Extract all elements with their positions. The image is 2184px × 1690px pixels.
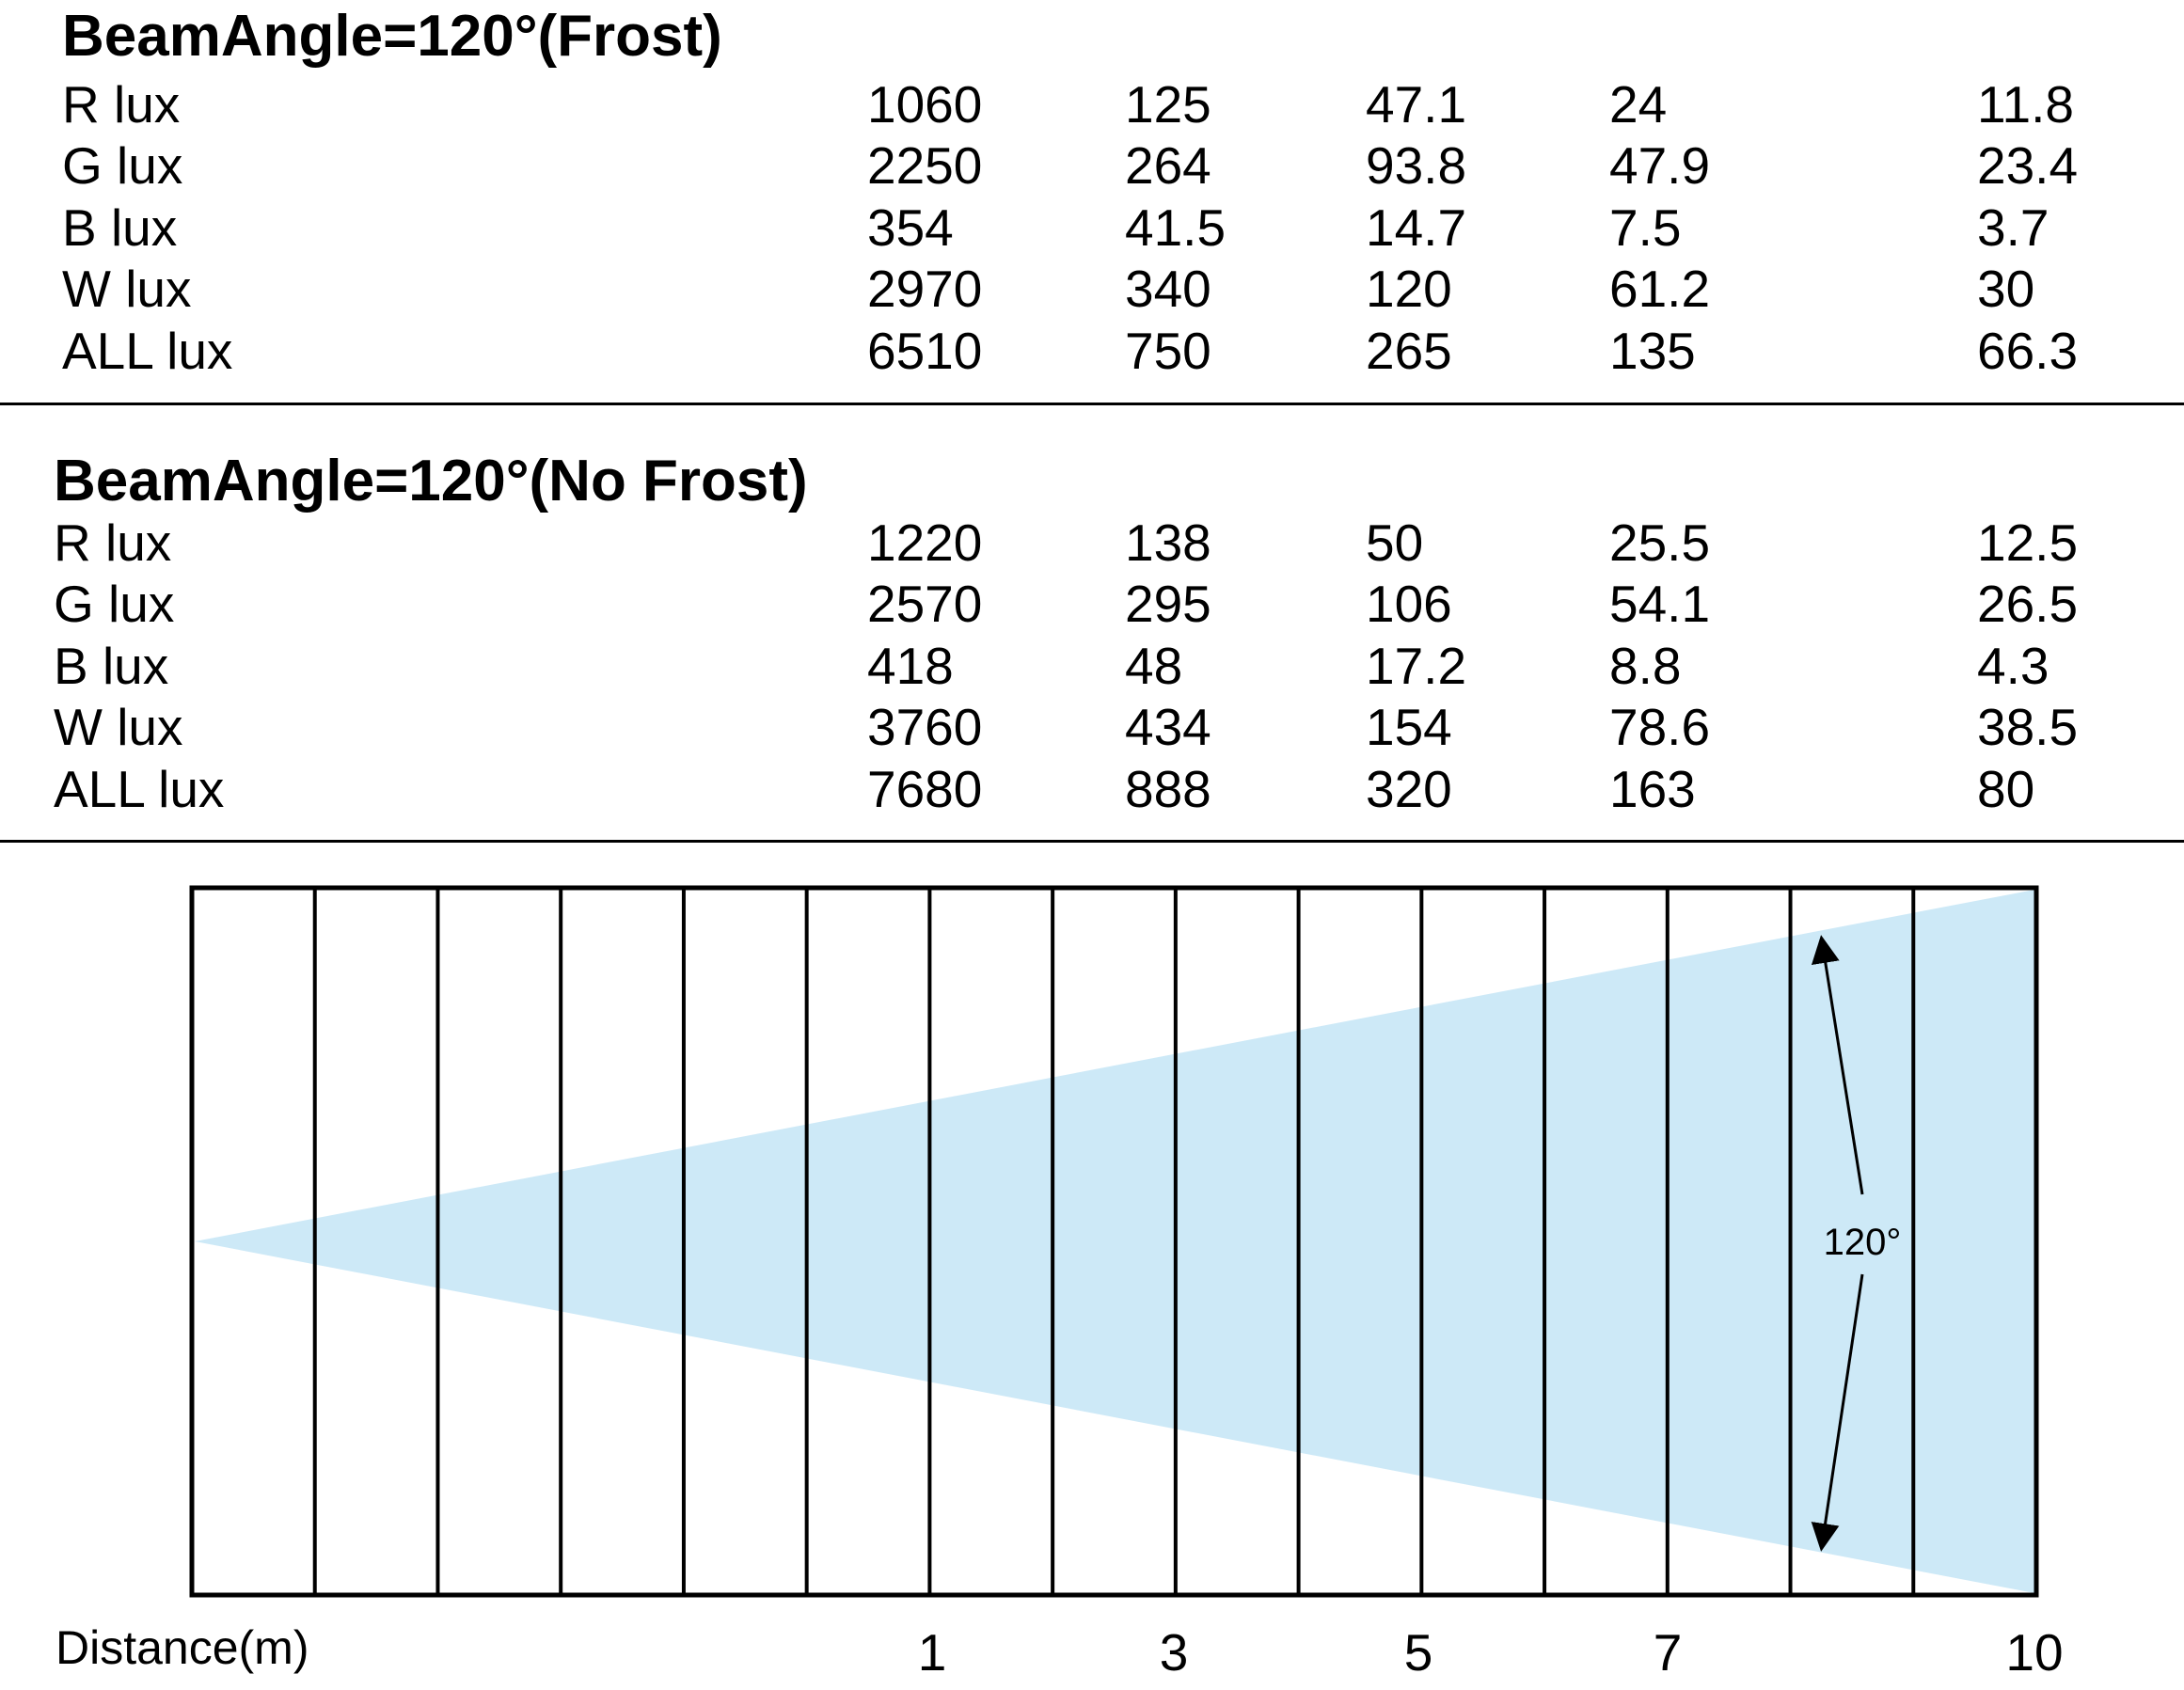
table-cell: 41.5 (1125, 198, 1227, 257)
table-cell: 135 (1609, 322, 1696, 380)
table-cell: 265 (1366, 322, 1452, 380)
table-cell: 154 (1366, 698, 1452, 756)
table-cell: 106 (1366, 575, 1452, 633)
table-cell: 295 (1125, 575, 1211, 633)
distance-tick: 7 (1653, 1623, 1683, 1682)
row-label: R lux (62, 75, 181, 134)
row-label: W lux (54, 698, 183, 756)
row-label: G lux (62, 136, 183, 195)
table-cell: 1060 (867, 75, 983, 134)
beam-angle-arrow-top (1811, 935, 1864, 1195)
table-cell: 48 (1125, 637, 1183, 695)
table-cell: 7680 (867, 760, 983, 818)
row-label: ALL lux (54, 760, 225, 818)
distance-tick: 5 (1403, 1623, 1433, 1682)
row-label: ALL lux (62, 322, 233, 380)
table-cell: 750 (1125, 322, 1211, 380)
table-cell: 12.5 (1977, 513, 2079, 572)
table-cell: 24 (1609, 75, 1668, 134)
table-cell: 38.5 (1977, 698, 2079, 756)
row-label: B lux (62, 198, 178, 257)
table-cell: 25.5 (1609, 513, 1711, 572)
table-cell: 14.7 (1366, 198, 1467, 257)
table-cell: 320 (1366, 760, 1452, 818)
table-cell: 11.8 (1977, 75, 2074, 134)
table-cell: 2570 (867, 575, 983, 633)
table-cell: 138 (1125, 513, 1211, 572)
distance-tick: 1 (917, 1623, 947, 1682)
row-label: G lux (54, 575, 175, 633)
distance-axis-label: Distance(m) (55, 1621, 309, 1674)
distance-tick: 3 (1159, 1623, 1189, 1682)
table-cell: 3.7 (1977, 198, 2049, 257)
table-cell: 6510 (867, 322, 983, 380)
table-cell: 125 (1125, 75, 1211, 134)
diagram-frame (189, 885, 2039, 1598)
table-cell: 3760 (867, 698, 983, 756)
beam-angle-arrow-bottom (1811, 1273, 1864, 1552)
section-title: BeamAngle=120°(No Frost) (54, 449, 808, 513)
table-cell: 354 (867, 198, 954, 257)
table-cell: 23.4 (1977, 136, 2079, 195)
table-cell: 61.2 (1609, 260, 1711, 318)
section-divider (0, 403, 2184, 405)
table-cell: 8.8 (1609, 637, 1682, 695)
table-cell: 434 (1125, 698, 1211, 756)
table-cell: 80 (1977, 760, 2035, 818)
row-label: B lux (54, 637, 169, 695)
table-cell: 4.3 (1977, 637, 2049, 695)
table-cell: 66.3 (1977, 322, 2079, 380)
table-cell: 30 (1977, 260, 2035, 318)
table-cell: 93.8 (1366, 136, 1467, 195)
section-title: BeamAngle=120°(Frost) (62, 4, 722, 69)
section-divider (0, 840, 2184, 843)
beam-angle-label: 120° (1824, 1222, 1902, 1263)
table-cell: 78.6 (1609, 698, 1711, 756)
table-cell: 17.2 (1366, 637, 1467, 695)
distance-tick: 10 (2005, 1623, 2064, 1682)
table-cell: 7.5 (1609, 198, 1682, 257)
table-cell: 1220 (867, 513, 983, 572)
distance-grid (312, 888, 1916, 1595)
table-cell: 163 (1609, 760, 1696, 818)
table-cell: 264 (1125, 136, 1211, 195)
table-cell: 120 (1366, 260, 1452, 318)
row-label: R lux (54, 513, 172, 572)
row-label: W lux (62, 260, 192, 318)
table-cell: 47.1 (1366, 75, 1467, 134)
beam-cone (195, 890, 2034, 1593)
table-cell: 47.9 (1609, 136, 1711, 195)
table-cell: 54.1 (1609, 575, 1711, 633)
table-cell: 2250 (867, 136, 983, 195)
table-cell: 340 (1125, 260, 1211, 318)
table-cell: 418 (867, 637, 954, 695)
table-cell: 2970 (867, 260, 983, 318)
table-cell: 50 (1366, 513, 1424, 572)
table-cell: 26.5 (1977, 575, 2079, 633)
table-cell: 888 (1125, 760, 1211, 818)
